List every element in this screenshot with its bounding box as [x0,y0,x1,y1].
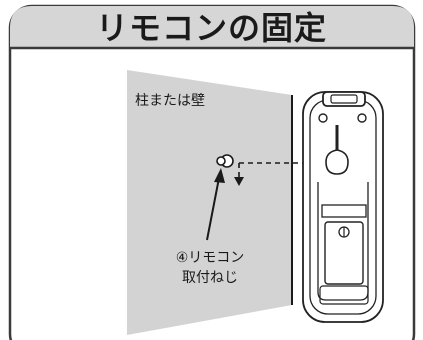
remote-controller-back [302,91,384,323]
title-band [10,6,414,48]
screw-label: ④リモコン 取付ねじ [160,248,260,288]
wall-label: 柱または壁 [135,93,205,109]
wall-surface [127,70,292,335]
screw-label-line1: ④リモコン [175,250,245,266]
page-title: リモコンの固定 [95,9,327,47]
screw-label-line2: 取付ねじ [182,270,238,286]
down-arrow-icon [234,177,244,186]
arrow-icon [206,168,225,241]
screw-icon [216,154,234,168]
